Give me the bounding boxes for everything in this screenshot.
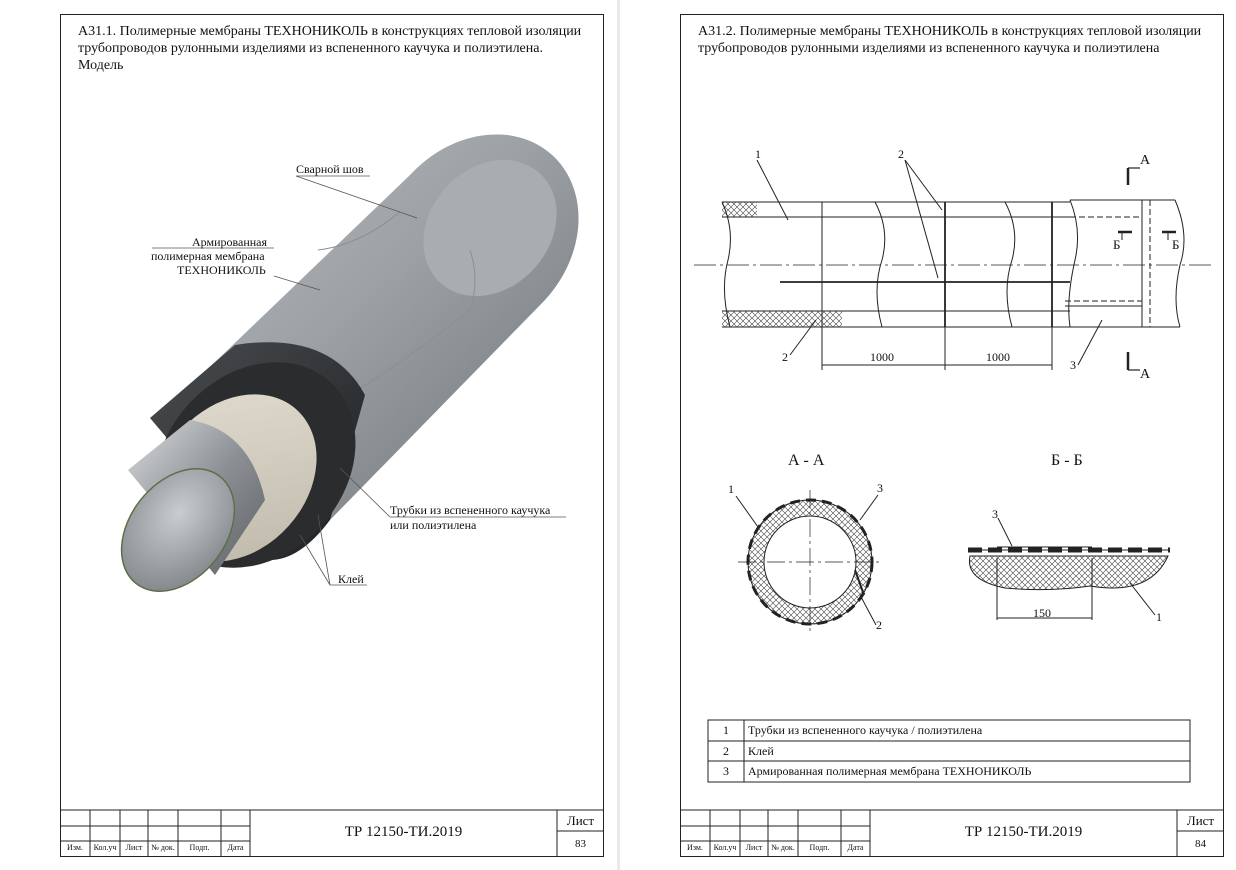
stamp-col-sheet: Лист [745,843,763,852]
stamp-col-count: Кол.уч [713,843,737,852]
section-b-mark-left: Б [1113,237,1121,252]
mark-2-elevation: 2 [898,147,904,161]
stamp-col-count: Кол.уч [93,843,117,852]
callout-membrane-line3: ТЕХНОНИКОЛЬ [177,263,266,277]
stamp-col-change: Изм. [687,843,703,852]
section-a-mark-bottom: А [1140,367,1151,382]
sheet-label: Лист [1186,813,1215,828]
section-b-mark-right: Б [1172,237,1180,252]
sheet-label: Лист [566,813,595,828]
mark-2-section-aa: 2 [876,618,882,632]
mark-3-elevation: 3 [1070,358,1076,372]
section-bb-title: Б - Б [1051,452,1083,469]
callout-tubes-line1: Трубки из вспененного каучука [390,503,551,517]
dimension-1000-second: 1000 [986,350,1010,364]
callout-weld-seam: Сварной шов [296,162,364,176]
title-block-grid [60,809,604,857]
left-page: А31.1. Полимерные мембраны ТЕХНОНИКОЛЬ в… [0,0,617,870]
right-page: А31.2. Полимерные мембраны ТЕХНОНИКОЛЬ в… [620,0,1236,870]
stamp-col-doc-number: № док. [771,843,795,852]
legend-num-1: 1 [723,723,729,737]
mark-1-section-bb: 1 [1156,610,1162,624]
legend-text-1: Трубки из вспененного каучука / полиэтил… [748,723,983,737]
document-code: ТР 12150-ТИ.2019 [344,824,463,840]
document-code: ТР 12150-ТИ.2019 [964,824,1083,840]
drawing-frame [60,14,604,857]
drawing-frame [680,14,1224,857]
stamp-col-doc-number: № док. [151,843,175,852]
stamp-col-date: Дата [847,843,864,852]
mark-2-elevation-bottom: 2 [782,350,788,364]
callout-membrane-line1: Армированная [192,235,268,249]
page-title: А31.1. Полимерные мембраны ТЕХНОНИКОЛЬ в… [78,24,582,73]
pipe-3d-model-illustration [120,134,579,592]
legend-num-2: 2 [723,744,729,758]
section-a-mark-top: А [1140,153,1151,168]
stamp-col-signature: Подп. [189,843,210,852]
section-aa-title: А - А [788,452,825,469]
callout-membrane-line2: полимерная мембрана [151,249,265,263]
callout-tubes-line2: или полиэтилена [390,518,477,532]
sheet-number: 83 [575,838,586,850]
pipe-elevation-drawing [680,159,1224,857]
stamp-col-sheet: Лист [125,843,143,852]
mark-3-section-aa: 3 [877,481,883,495]
mark-1-section-aa: 1 [728,482,734,496]
page-title: А31.2. Полимерные мембраны ТЕХНОНИКОЛЬ в… [698,24,1202,56]
sheet-number: 84 [1195,838,1206,850]
mark-3-section-bb: 3 [992,507,998,521]
legend-text-2: Клей [748,744,774,758]
mark-1-elevation: 1 [755,147,761,161]
stamp-col-change: Изм. [67,843,83,852]
callout-glue: Клей [338,572,364,586]
legend-text-3: Армированная полимерная мембрана ТЕХНОНИ… [748,764,1032,778]
dimension-1000-first: 1000 [870,350,894,364]
legend-num-3: 3 [723,764,729,778]
stamp-col-date: Дата [227,843,244,852]
dimension-150: 150 [1033,606,1051,620]
stamp-col-signature: Подп. [809,843,830,852]
